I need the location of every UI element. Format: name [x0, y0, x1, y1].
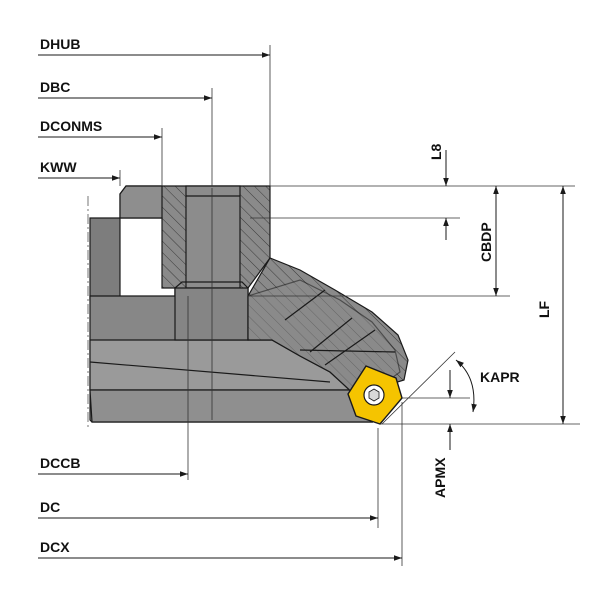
label-cbdp: CBDP: [478, 222, 494, 262]
label-dconms: DCONMS: [40, 118, 102, 134]
label-lf: LF: [536, 300, 552, 318]
body-bottom-band: [89, 389, 374, 423]
label-l8: L8: [428, 143, 444, 160]
label-kapr: KAPR: [480, 369, 520, 385]
label-dcx: DCX: [40, 539, 70, 555]
label-dhub: DHUB: [40, 36, 80, 52]
screw-hex-socket: [368, 388, 380, 402]
center-bore: [185, 185, 241, 289]
body-lower-section: [89, 217, 121, 301]
label-apmx: APMX: [432, 457, 448, 498]
cutter-body: [87, 185, 409, 430]
cutting-insert: [347, 365, 403, 425]
label-kww: KWW: [40, 159, 77, 175]
label-dbc: DBC: [40, 79, 70, 95]
counterbore: [174, 287, 249, 341]
keyway: [119, 185, 163, 219]
dimension-lines: [38, 45, 580, 566]
label-dccb: DCCB: [40, 455, 80, 471]
label-dc: DC: [40, 499, 60, 515]
